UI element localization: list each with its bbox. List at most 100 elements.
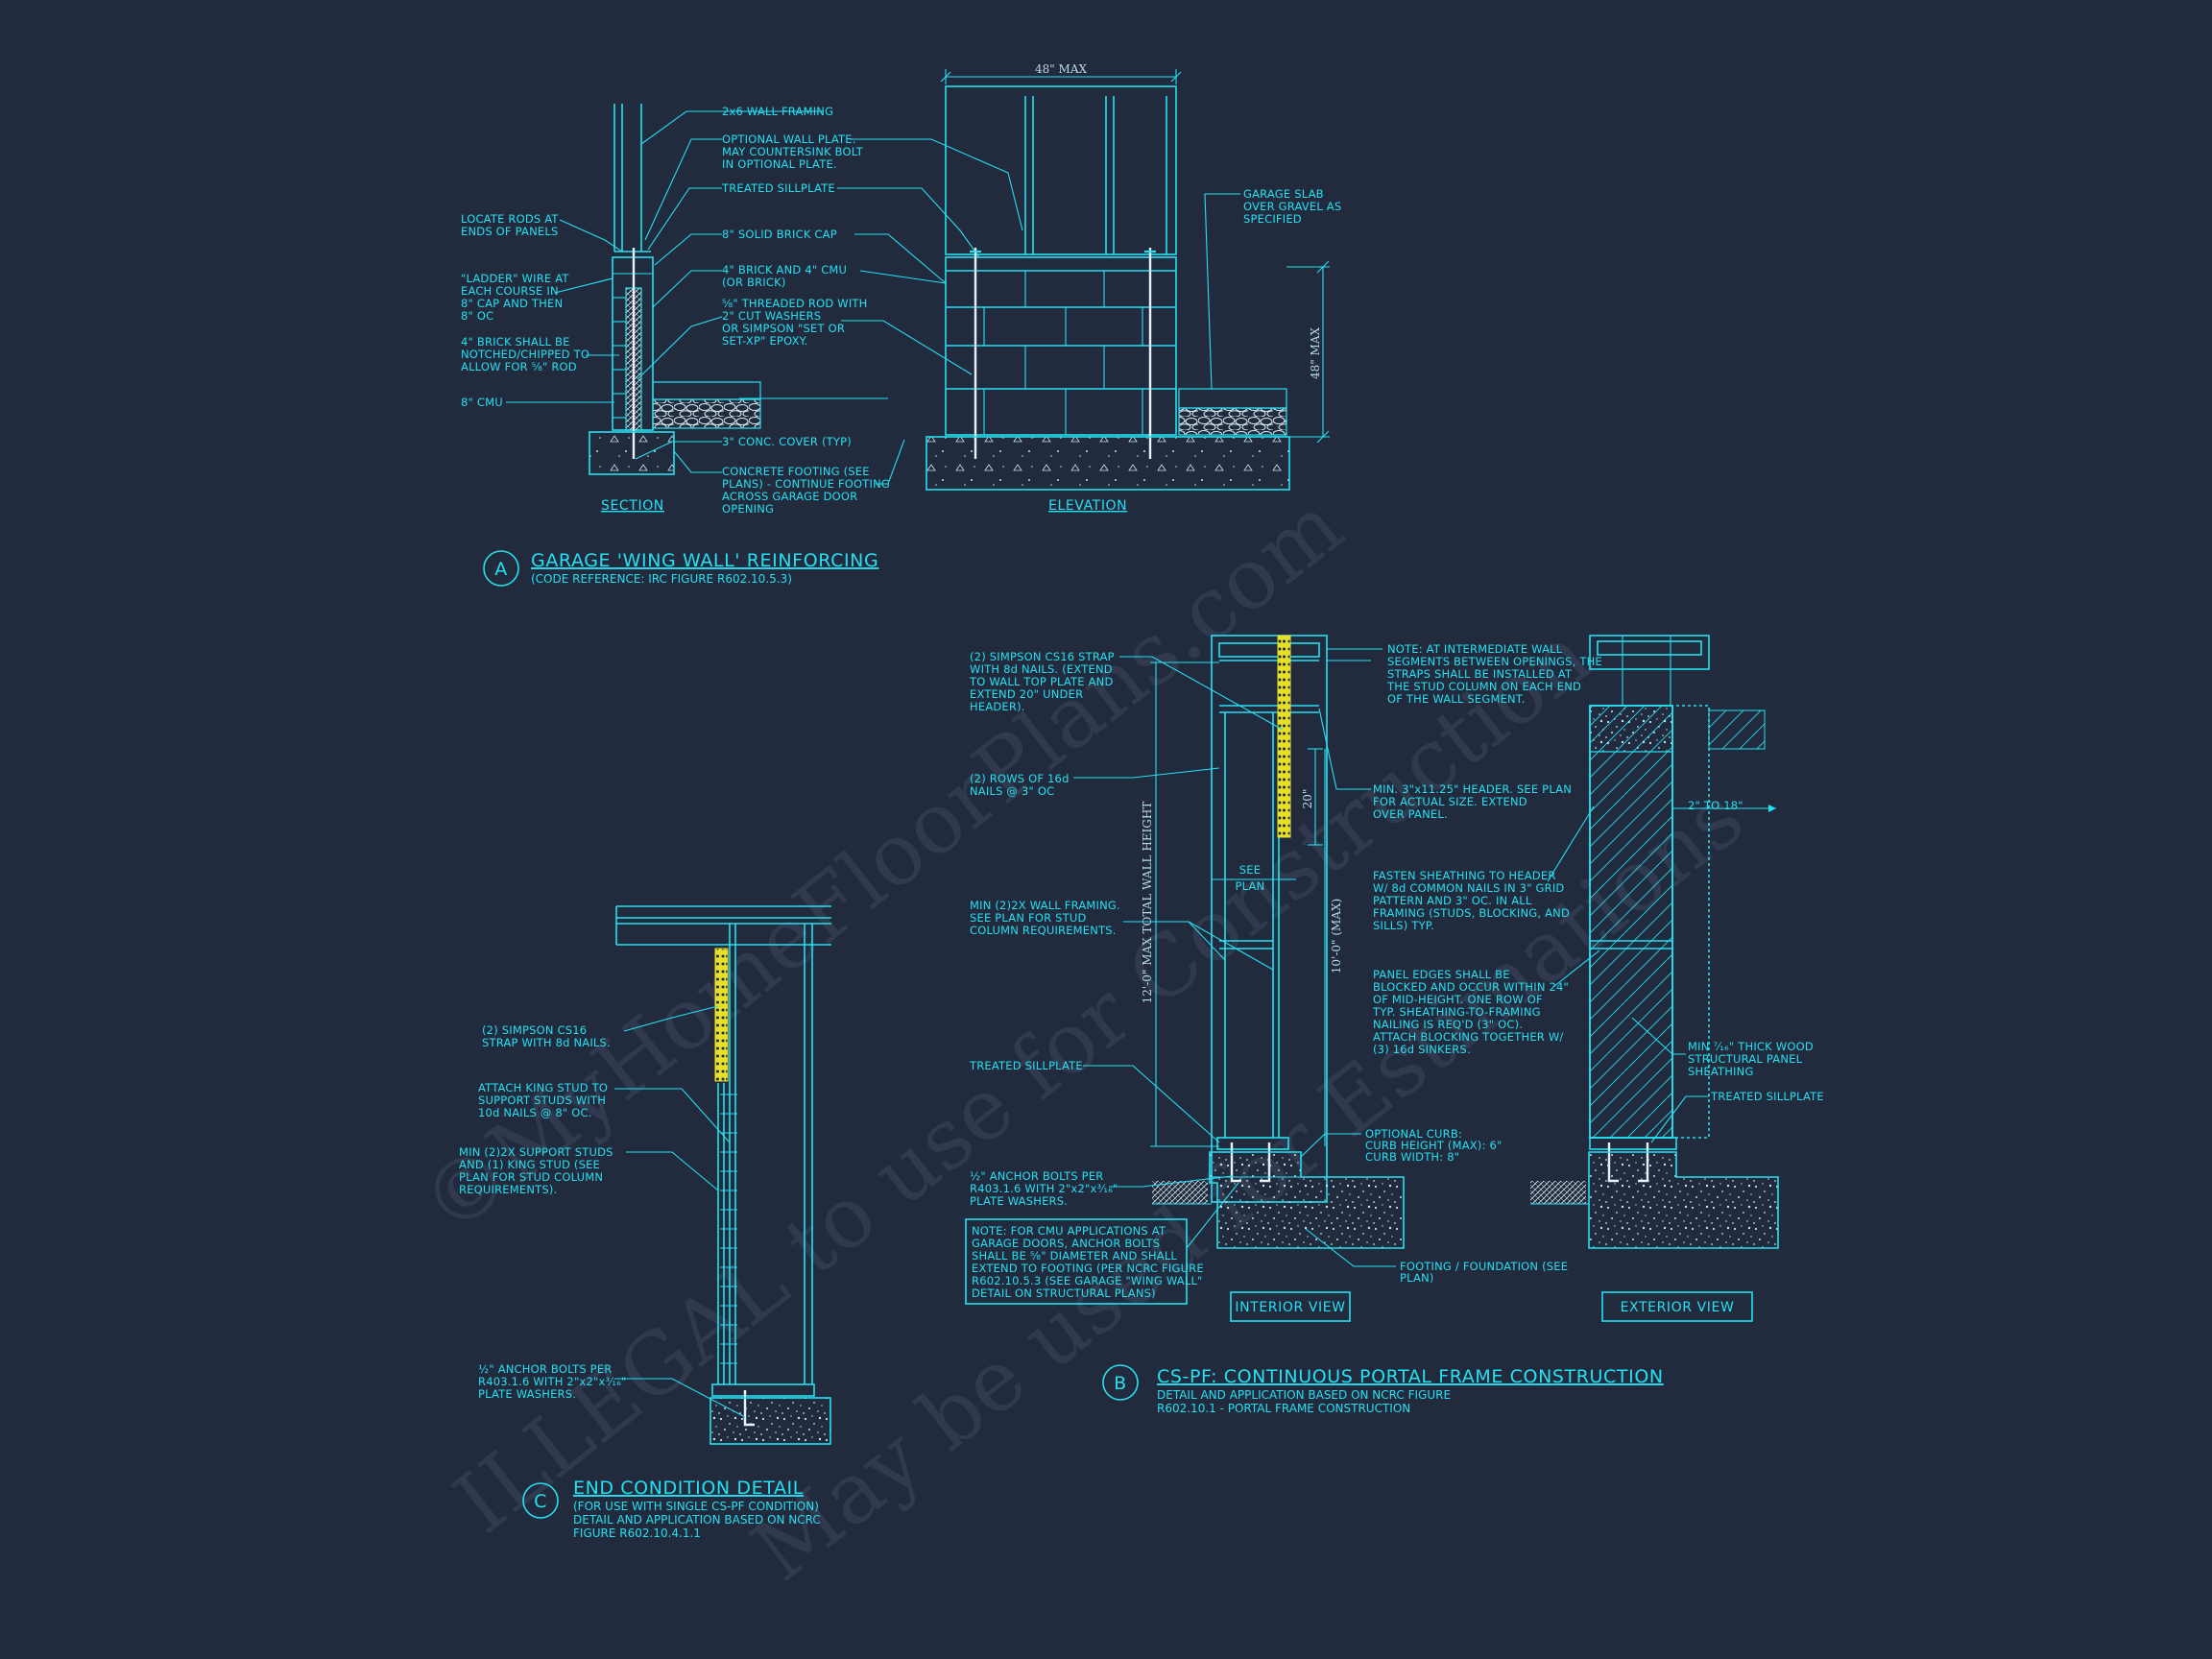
- detail-a-elevation-label: ELEVATION: [1048, 498, 1127, 514]
- note-text: PLAN): [1400, 1271, 1434, 1285]
- note-text: TREATED SILLPLATE: [721, 181, 835, 195]
- note-text: OPENING: [722, 502, 774, 516]
- detail-b-title-block: B CS-PF: CONTINUOUS PORTAL FRAME CONSTRU…: [1102, 1364, 1664, 1415]
- note-text: 8" SOLID BRICK CAP: [722, 228, 837, 241]
- detail-b-total-height-dimension: 12'-0" MAX TOTAL WALL HEIGHT: [1141, 802, 1154, 1004]
- note-text: TYP. SHEATHING-TO-FRAMING: [1372, 1005, 1541, 1019]
- note-text: 10d NAILS @ 8" OC.: [478, 1106, 592, 1119]
- note-text: PATTERN AND 3" OC. IN ALL: [1373, 894, 1532, 907]
- note-text: MAY COUNTERSINK BOLT: [722, 145, 864, 158]
- note-text: R403.1.6 WITH 2"x2"x³⁄₁₆": [478, 1375, 627, 1388]
- note-text: COLUMN REQUIREMENTS.: [970, 924, 1117, 937]
- note-text: ½" ANCHOR BOLTS PER: [970, 1169, 1103, 1183]
- note-text: OR SIMPSON "SET OR: [722, 322, 845, 335]
- note-text: SEGMENTS BETWEEN OPENINGS, THE: [1387, 655, 1602, 668]
- note-text: HEADER).: [970, 700, 1025, 713]
- note-text: STRAPS SHALL BE INSTALLED AT: [1387, 667, 1573, 681]
- note-text: THE STUD COLUMN ON EACH END: [1386, 680, 1581, 693]
- svg-text:MIN (2)2X WALL FRAMING.SEE PLA: MIN (2)2X WALL FRAMING.SEE PLAN FOR STUD…: [970, 899, 1120, 937]
- note-text: ⅝" THREADED ROD WITH: [722, 297, 868, 310]
- note-text: 8" CAP AND THEN: [461, 297, 563, 310]
- note-text: TREATED SILLPLATE: [969, 1059, 1083, 1072]
- detail-b-marker: B: [1114, 1373, 1127, 1394]
- note-text: OF MID-HEIGHT. ONE ROW OF: [1373, 993, 1543, 1006]
- svg-text:OPTIONAL WALL PLATE.MAY COUNTE: OPTIONAL WALL PLATE.MAY COUNTERSINK BOLT…: [722, 132, 864, 171]
- detail-a-marker: A: [494, 559, 508, 580]
- note-text: SUPPORT STUDS WITH: [478, 1094, 606, 1107]
- note-text: ½" ANCHOR BOLTS PER: [478, 1362, 612, 1376]
- note-text: NOTE: FOR CMU APPLICATIONS AT: [972, 1224, 1166, 1238]
- note-text: R403.1.6 WITH 2"x2"x³⁄₁₆": [970, 1182, 1118, 1195]
- note-text: ATTACH BLOCKING TOGETHER W/: [1373, 1030, 1563, 1044]
- note-text: OPTIONAL WALL PLATE.: [722, 132, 856, 146]
- note-text: OPTIONAL CURB:: [1365, 1127, 1462, 1141]
- note-text: ATTACH KING STUD TO: [478, 1081, 608, 1094]
- note-text: NAILS @ 3" OC: [970, 784, 1054, 798]
- note-text: ALLOW FOR ⅝" ROD: [461, 360, 577, 373]
- note-text: AND (1) KING STUD (SEE: [459, 1158, 600, 1171]
- detail-c-title-block: C END CONDITION DETAIL (FOR USE WITH SIN…: [522, 1478, 821, 1540]
- note-text: 2" CUT WASHERS: [722, 309, 821, 323]
- note-text: CONCRETE FOOTING (SEE: [722, 465, 870, 478]
- note-text: (2) SIMPSON CS16 STRAP: [970, 650, 1115, 663]
- detail-c-marker: C: [534, 1491, 547, 1512]
- note-text: OVER PANEL.: [1373, 807, 1448, 821]
- note-text: SILLS) TYP.: [1373, 919, 1434, 932]
- note-text: W/ 8d COMMON NAILS IN 3" GRID: [1373, 881, 1565, 895]
- detail-a-elevation-drawing: [926, 69, 1330, 491]
- note-text: 4" BRICK SHALL BE: [461, 335, 570, 349]
- detail-a-title-block: A GARAGE 'WING WALL' REINFORCING (CODE R…: [483, 550, 878, 587]
- detail-a-section-label: SECTION: [601, 498, 664, 514]
- note-text: TREATED SILLPLATE: [1710, 1090, 1824, 1103]
- note-text: R602.10.5.3 (SEE GARAGE "WING WALL": [972, 1274, 1203, 1287]
- note-text: SHEATHING: [1688, 1065, 1754, 1078]
- note-text: LOCATE RODS AT: [461, 212, 559, 226]
- subtitle-text: (FOR USE WITH SINGLE CS-PF CONDITION): [573, 1500, 819, 1513]
- note-text: MIN ⁷⁄₁₆" THICK WOOD: [1688, 1040, 1814, 1053]
- note-text: PLANS) - CONTINUE FOOTING: [722, 477, 890, 491]
- note-text: SPECIFIED: [1243, 212, 1302, 226]
- note-text: CURB WIDTH: 8": [1365, 1150, 1459, 1164]
- note-text: SEE: [1239, 863, 1261, 877]
- note-text: FASTEN SHEATHING TO HEADER: [1373, 869, 1556, 882]
- note-text: EXTEND TO FOOTING (PER NCRC FIGURE: [972, 1262, 1204, 1275]
- note-text: (3) 16d SINKERS.: [1373, 1043, 1471, 1056]
- note-text: 4" BRICK AND 4" CMU: [722, 263, 847, 276]
- detail-b-title: CS-PF: CONTINUOUS PORTAL FRAME CONSTRUCT…: [1157, 1366, 1664, 1387]
- note-text: 8" OC: [461, 309, 493, 323]
- detail-b-2to18-dimension: 2" TO 18": [1688, 799, 1743, 812]
- note-text: PANEL EDGES SHALL BE: [1373, 968, 1510, 981]
- note-text: REQUIREMENTS).: [459, 1183, 557, 1196]
- detail-c-drawing: [615, 905, 831, 1445]
- detail-b-interior-view-label: INTERIOR VIEW: [1235, 1300, 1345, 1315]
- note-text: FOOTING / FOUNDATION (SEE: [1400, 1260, 1568, 1273]
- note-text: (2) SIMPSON CS16: [482, 1023, 587, 1037]
- svg-text:(FOR USE WITH SINGLE CS-PF CON: (FOR USE WITH SINGLE CS-PF CONDITION)DET…: [573, 1500, 821, 1540]
- detail-a-mid-notes: 2x6 WALL FRAMING OPTIONAL WALL PLATE.MAY…: [635, 105, 1023, 516]
- subtitle-text: R602.10.1 - PORTAL FRAME CONSTRUCTION: [1157, 1402, 1410, 1415]
- note-text: STRUCTURAL PANEL: [1688, 1052, 1803, 1066]
- note-text: FRAMING (STUDS, BLOCKING, AND: [1373, 906, 1570, 920]
- subtitle-text: FIGURE R602.10.4.1.1: [573, 1527, 701, 1540]
- note-text: EACH COURSE IN: [461, 284, 559, 298]
- note-text: NAILING IS REQ'D (3" OC).: [1373, 1018, 1523, 1031]
- note-text: 3" CONC. COVER (TYP): [722, 435, 852, 448]
- note-text: EXTEND 20" UNDER: [970, 687, 1083, 701]
- note-text: GARAGE DOORS, ANCHOR BOLTS: [972, 1237, 1160, 1250]
